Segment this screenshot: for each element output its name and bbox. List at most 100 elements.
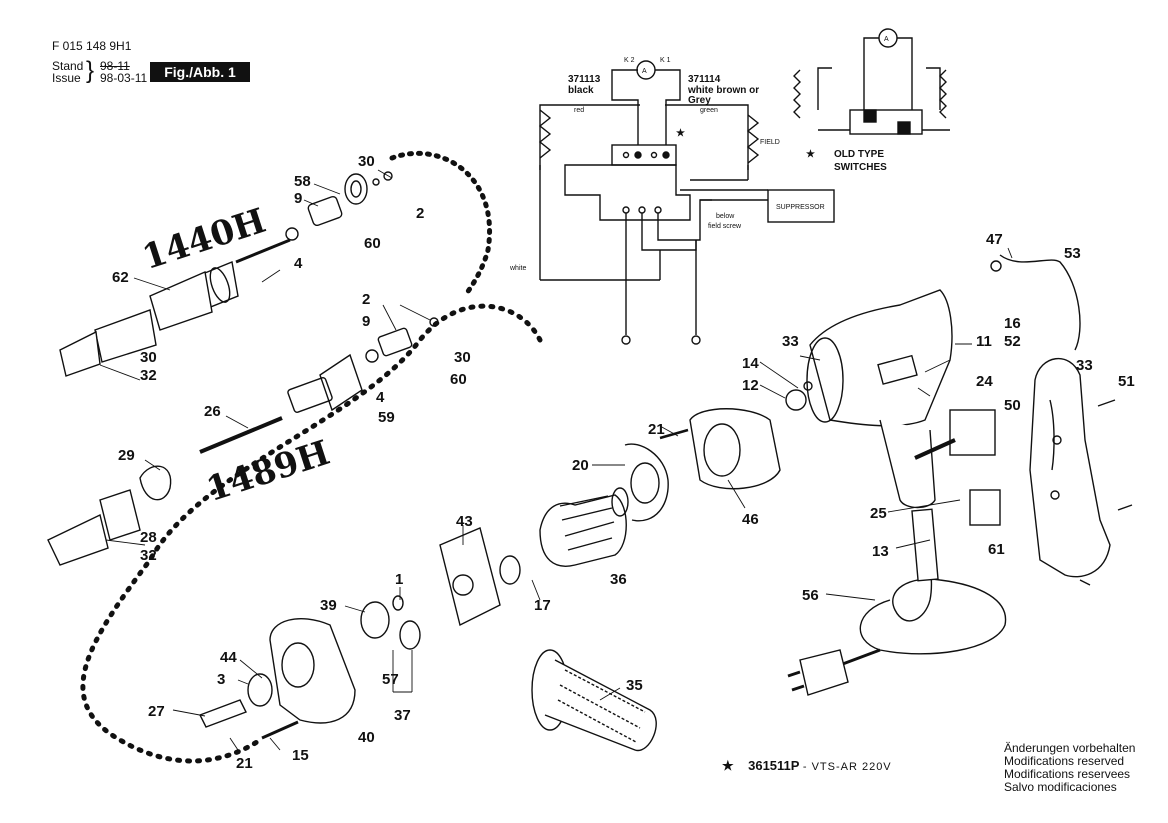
power-cable bbox=[787, 508, 1007, 696]
auxiliary-handle bbox=[531, 649, 657, 751]
callout-group: 3058926046230322930604592629283247531116… bbox=[112, 153, 1135, 772]
callout-c1: 1 bbox=[395, 571, 403, 588]
old-type-line1: OLD TYPE bbox=[834, 149, 884, 160]
callout-c39: 39 bbox=[320, 597, 337, 614]
wire-color-white: white brown or bbox=[687, 85, 759, 96]
issue-date: 98-03-11 bbox=[100, 71, 148, 85]
wire-color-grey: Grey bbox=[688, 95, 711, 106]
motor-housing bbox=[785, 289, 953, 509]
callout-c29: 29 bbox=[118, 447, 135, 464]
gear-housing-assembly bbox=[199, 527, 521, 740]
footer-suffix: - VTS-AR 220V bbox=[802, 761, 892, 773]
stand-label: Stand bbox=[52, 59, 84, 73]
callout-c14: 14 bbox=[742, 355, 759, 372]
callout-c37: 37 bbox=[394, 707, 411, 724]
wire-label-red: red bbox=[574, 107, 584, 114]
callout-c36: 36 bbox=[610, 571, 627, 588]
callout-c57: 57 bbox=[382, 671, 399, 688]
callout-c27: 27 bbox=[148, 703, 165, 720]
wire-part-black: 371113 bbox=[568, 74, 601, 85]
callout-c9b: 9 bbox=[362, 313, 370, 330]
callout-c47: 47 bbox=[986, 231, 1003, 248]
brace-glyph: } bbox=[86, 57, 95, 84]
callout-c33b: 33 bbox=[1076, 357, 1093, 374]
callout-c43: 43 bbox=[456, 513, 473, 530]
callout-c30a: 30 bbox=[358, 153, 375, 170]
callout-c25: 25 bbox=[870, 505, 887, 522]
modifications-notice: Änderungen vorbehalten Modifications res… bbox=[1004, 742, 1135, 794]
old-switch-ammeter-label: A bbox=[884, 36, 889, 43]
callout-c44: 44 bbox=[220, 649, 237, 666]
callout-c60b: 60 bbox=[450, 371, 467, 388]
figure-label: Fig./Abb. 1 bbox=[150, 62, 250, 82]
ammeter-label: A bbox=[642, 68, 647, 75]
callout-c24: 24 bbox=[976, 373, 993, 390]
wire-label-green: green bbox=[700, 107, 718, 114]
callout-c21b: 21 bbox=[236, 755, 253, 772]
callout-c59: 59 bbox=[378, 409, 395, 426]
callout-c60a: 60 bbox=[364, 235, 381, 252]
callout-c52: 52 bbox=[1004, 333, 1021, 350]
callout-c28: 28 bbox=[140, 529, 157, 546]
callout-c32b: 32 bbox=[140, 547, 157, 564]
wiring-diagram bbox=[538, 60, 835, 345]
callout-c17: 17 bbox=[534, 597, 551, 614]
document-number: F 015 148 9H1 bbox=[52, 39, 132, 53]
field-label: FIELD bbox=[760, 139, 780, 146]
wire-label-white: white bbox=[509, 265, 526, 272]
old-type-switch-detail bbox=[793, 28, 950, 135]
callout-c35: 35 bbox=[626, 677, 643, 694]
callout-c15: 15 bbox=[292, 747, 309, 764]
callout-c13: 13 bbox=[872, 543, 889, 560]
callout-c26: 26 bbox=[204, 403, 221, 420]
callout-c56: 56 bbox=[802, 587, 819, 604]
callout-c40: 40 bbox=[358, 729, 375, 746]
modifications-line-es: Salvo modificaciones bbox=[1004, 780, 1117, 794]
switch-parts bbox=[914, 254, 1081, 526]
callout-c32a: 32 bbox=[140, 367, 157, 384]
wiring-star-mark: ★ bbox=[676, 128, 685, 139]
callout-c30c: 30 bbox=[454, 349, 471, 366]
chuck-assembly-1489h bbox=[47, 317, 439, 566]
callout-c4b: 4 bbox=[376, 389, 385, 406]
stand-date: 98-11 bbox=[100, 59, 130, 73]
field-screw-label: field screw bbox=[708, 223, 742, 230]
footer-code-line: ★ 361511P - VTS-AR 220V bbox=[722, 758, 892, 774]
armature-and-field bbox=[539, 408, 781, 567]
callout-c4a: 4 bbox=[294, 255, 303, 272]
dotted-outline-lower bbox=[80, 303, 543, 764]
wire-color-black: black bbox=[568, 85, 594, 96]
handle-shell bbox=[1029, 358, 1133, 586]
callout-c30b: 30 bbox=[140, 349, 157, 366]
leader-lines bbox=[99, 169, 1013, 751]
callout-c51: 51 bbox=[1118, 373, 1135, 390]
callout-c46: 46 bbox=[742, 511, 759, 528]
modifications-line-fr: Modifications reservees bbox=[1004, 767, 1131, 781]
callout-c21a: 21 bbox=[648, 421, 665, 438]
callout-c58: 58 bbox=[294, 173, 311, 190]
old-type-line2: SWITCHES bbox=[834, 162, 887, 173]
modifications-line-de: Änderungen vorbehalten bbox=[1004, 741, 1136, 755]
callout-c16: 16 bbox=[1004, 315, 1021, 332]
footer-code: 361511P bbox=[748, 758, 800, 773]
callout-c2a: 2 bbox=[416, 205, 424, 222]
callout-c9a: 9 bbox=[294, 190, 302, 207]
k1-label: K 1 bbox=[660, 57, 671, 64]
callout-c61: 61 bbox=[988, 541, 1005, 558]
k2-label: K 2 bbox=[624, 57, 635, 64]
callout-c11: 11 bbox=[976, 333, 992, 350]
callout-c3: 3 bbox=[217, 671, 225, 688]
chuck-assembly-1440h bbox=[59, 171, 393, 377]
issue-label: Issue bbox=[52, 71, 81, 85]
callout-c2b: 2 bbox=[362, 291, 370, 308]
callout-c53: 53 bbox=[1064, 245, 1081, 262]
wire-part-white: 371114 bbox=[688, 74, 721, 85]
callout-c20: 20 bbox=[572, 457, 589, 474]
old-type-star-mark: ★ bbox=[806, 149, 815, 160]
modifications-line-en: Modifications reserved bbox=[1004, 754, 1125, 768]
callout-c62: 62 bbox=[112, 269, 129, 286]
callout-c50: 50 bbox=[1004, 397, 1021, 414]
suppressor-label: SUPPRESSOR bbox=[776, 204, 825, 211]
